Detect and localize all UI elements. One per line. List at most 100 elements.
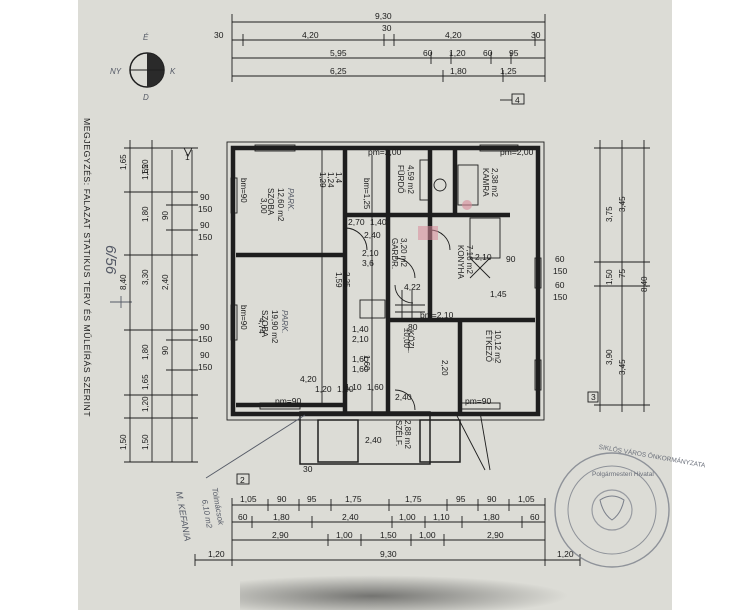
axis-marker-1: 1	[183, 147, 193, 162]
red-mark	[418, 226, 438, 240]
left-dim: 1,80	[141, 344, 150, 360]
bottom-dims-row4: 1,20 9,30 1,20	[208, 549, 574, 559]
svg-text:90: 90	[487, 494, 497, 504]
room-label-kozl: KÖZL.	[406, 330, 415, 353]
room-area: 10,12 m2	[493, 330, 502, 364]
photo-shadow	[240, 575, 570, 610]
right-dim: 60	[555, 280, 565, 290]
svg-text:2,40: 2,40	[342, 512, 359, 522]
room-label-konyha: KONYHA	[456, 245, 465, 279]
top-dim: 60	[483, 48, 493, 58]
room-area: 12,60 m2	[276, 188, 285, 222]
svg-text:2,70: 2,70	[348, 217, 365, 227]
left-dim: 90	[200, 350, 210, 360]
room-label-gardrob: GARDR.	[390, 238, 399, 269]
svg-text:bm=1,25: bm=1,25	[362, 178, 371, 210]
svg-text:1,75: 1,75	[345, 494, 362, 504]
svg-text:60: 60	[530, 512, 540, 522]
svg-text:3,6: 3,6	[362, 258, 374, 268]
left-dimension-lines	[124, 140, 198, 463]
svg-text:4,20: 4,20	[300, 374, 317, 384]
door-swings	[344, 227, 451, 411]
right-dim: 3,45	[618, 196, 627, 212]
svg-text:K: K	[170, 67, 176, 76]
official-stamp: SIKLÓS VÁROS ÖNKORMÁNYZATA Polgármesteri…	[554, 442, 707, 568]
side-note: MEGJEGYZÉS: FALAZAT STATIKUS TERV ÉS MŰL…	[82, 118, 92, 417]
svg-text:1,75: 1,75	[405, 494, 422, 504]
svg-text:9,30: 9,30	[380, 549, 397, 559]
svg-text:1,05: 1,05	[518, 494, 535, 504]
room-label-etkezo: ÉTKEZŐ	[484, 330, 493, 362]
top-dim: 30	[214, 30, 224, 40]
top-dim: 6,25	[330, 66, 347, 76]
blueprint-sheet	[78, 0, 672, 610]
svg-text:2,40: 2,40	[395, 392, 412, 402]
right-dim: 1,50	[605, 269, 614, 285]
svg-text:1,80: 1,80	[483, 512, 500, 522]
svg-text:1,60: 1,60	[352, 364, 369, 374]
svg-text:pm=2,00: pm=2,00	[368, 147, 402, 157]
svg-text:1,10: 1,10	[433, 512, 450, 522]
right-dim-total: 8,40	[640, 276, 649, 292]
top-dim: 95	[509, 48, 519, 58]
room-labels: SZOBA 12,60 m2 PARK. SZOBA 19,90 m2 PARK…	[260, 165, 502, 449]
left-dim: 1,20	[141, 396, 150, 412]
room-label-szelf: SZÉLF.	[394, 420, 403, 446]
axis-marker-2: 2	[240, 475, 245, 485]
svg-text:pm=2,00: pm=2,00	[500, 147, 534, 157]
svg-text:2,90: 2,90	[272, 530, 289, 540]
left-dim-total: 8,40	[119, 274, 128, 290]
room-area: 19,90 m2	[270, 310, 279, 344]
top-dim: 1,20	[449, 48, 466, 58]
svg-text:1,00: 1,00	[337, 384, 354, 394]
top-dim: 60	[423, 48, 433, 58]
svg-text:±0,00: ±0,00	[402, 328, 411, 349]
room-floor: PARK.	[286, 188, 295, 211]
svg-text:4,22: 4,22	[404, 282, 421, 292]
svg-text:1,00: 1,00	[419, 530, 436, 540]
level-markers: pm=2,00 pm=2,00 bm=1,25 bm=2,10 bm=90 bm…	[239, 147, 534, 406]
left-dim: 90	[200, 192, 210, 202]
svg-text:M. KEFANIA: M. KEFANIA	[174, 491, 193, 542]
svg-text:1: 1	[185, 152, 190, 162]
room-area: 4,59 m2	[406, 165, 415, 194]
bottom-dimension-lines	[194, 473, 581, 566]
room-floor: PARK.	[280, 310, 289, 333]
svg-text:1,24: 1,24	[326, 172, 335, 188]
svg-text:1,29: 1,29	[318, 172, 327, 188]
bathroom-fixtures	[359, 159, 501, 320]
left-dim: 1,80	[141, 206, 150, 222]
svg-text:90: 90	[277, 494, 287, 504]
svg-text:1,20: 1,20	[557, 549, 574, 559]
left-dim: 1,20	[141, 159, 150, 175]
svg-text:80: 80	[408, 322, 418, 332]
interior-dimensions: 1,29 1,24 1,4 3,00 4,74 4,20 1,40 2,10 1…	[257, 150, 516, 474]
left-dim: 90	[161, 211, 170, 220]
right-dim: 75	[618, 269, 627, 278]
left-dim: 150	[198, 334, 212, 344]
left-dim: 150	[198, 204, 212, 214]
room-area: 3,20 m2	[399, 238, 408, 267]
svg-text:95: 95	[456, 494, 466, 504]
svg-text:1,20: 1,20	[208, 549, 225, 559]
svg-text:1,60: 1,60	[367, 382, 384, 392]
svg-text:2,20: 2,20	[440, 360, 449, 376]
svg-text:90: 90	[506, 254, 516, 264]
svg-text:2,10: 2,10	[475, 252, 492, 262]
top-dim: 5,95	[330, 48, 347, 58]
room-area: 2,88 m2	[403, 420, 412, 449]
svg-text:2,25: 2,25	[342, 272, 351, 288]
svg-text:bm=2,10: bm=2,10	[420, 310, 454, 320]
svg-text:2,10: 2,10	[362, 248, 379, 258]
svg-text:1,4: 1,4	[334, 172, 343, 184]
bottom-dims-row1: 1,05 90 95 1,75 1,75 95 90 1,05	[240, 494, 535, 504]
axis-marker-4: 4	[500, 93, 525, 105]
svg-text:4: 4	[515, 95, 520, 105]
right-dimension-lines	[587, 140, 650, 412]
bottom-dims-row2: 60 1,80 2,40 1,00 1,10 1,80 60	[238, 512, 540, 522]
right-dim: 150	[553, 266, 567, 276]
windows	[230, 144, 542, 410]
svg-text:1,80: 1,80	[273, 512, 290, 522]
svg-text:É: É	[143, 33, 149, 42]
